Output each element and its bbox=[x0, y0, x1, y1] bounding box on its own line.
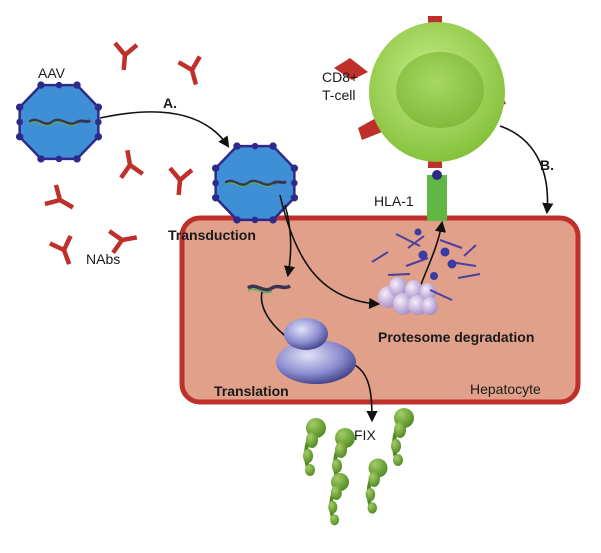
label-translation: Translation bbox=[214, 383, 289, 399]
label-hla-1: HLA-1 bbox=[374, 193, 414, 209]
arrow-capsid-to-proteasome bbox=[279, 194, 381, 309]
factor-ix-proteins bbox=[301, 406, 416, 528]
label-nabs: NAbs bbox=[86, 251, 120, 267]
label-step-b: B. bbox=[540, 157, 554, 173]
antibody-icon bbox=[179, 57, 207, 88]
aav-capsid-icon bbox=[14, 79, 104, 165]
proteasome-icon bbox=[378, 277, 438, 315]
label-aav: AAV bbox=[38, 65, 66, 81]
label-tcell: T-cell bbox=[322, 87, 355, 103]
label-transduction: Transduction bbox=[168, 227, 256, 243]
arrow-a bbox=[99, 111, 230, 148]
antibody-icon bbox=[45, 185, 79, 217]
factor-ix-icon bbox=[363, 456, 390, 516]
peptide-dots bbox=[414, 228, 457, 280]
label-hepatocyte: Hepatocyte bbox=[470, 381, 541, 397]
ribosome-icon bbox=[276, 318, 356, 384]
antibody-icon bbox=[50, 236, 80, 268]
antibody-icon bbox=[168, 168, 192, 196]
hepatocyte-cell bbox=[179, 215, 581, 405]
antibody-icon bbox=[117, 148, 143, 177]
antibody-icon bbox=[109, 227, 138, 253]
factor-ix-icon bbox=[326, 471, 351, 528]
hla-1-receptor bbox=[427, 170, 447, 221]
aav-capsid-transducing-icon bbox=[210, 140, 300, 226]
arrow-b bbox=[499, 125, 554, 215]
factor-ix-icon bbox=[389, 406, 416, 468]
viral-genome-icon bbox=[246, 284, 291, 294]
factor-ix-icon bbox=[301, 416, 328, 478]
cd8-tcell bbox=[334, 16, 506, 168]
label-step-a: A. bbox=[163, 95, 177, 111]
label-proteasome: Protesome degradation bbox=[378, 329, 534, 345]
label-cd8: CD8+ bbox=[322, 69, 358, 85]
arrow-transduction-to-mrna bbox=[284, 204, 296, 278]
label-fix: FIX bbox=[354, 427, 376, 443]
antibody-icon bbox=[113, 43, 137, 71]
